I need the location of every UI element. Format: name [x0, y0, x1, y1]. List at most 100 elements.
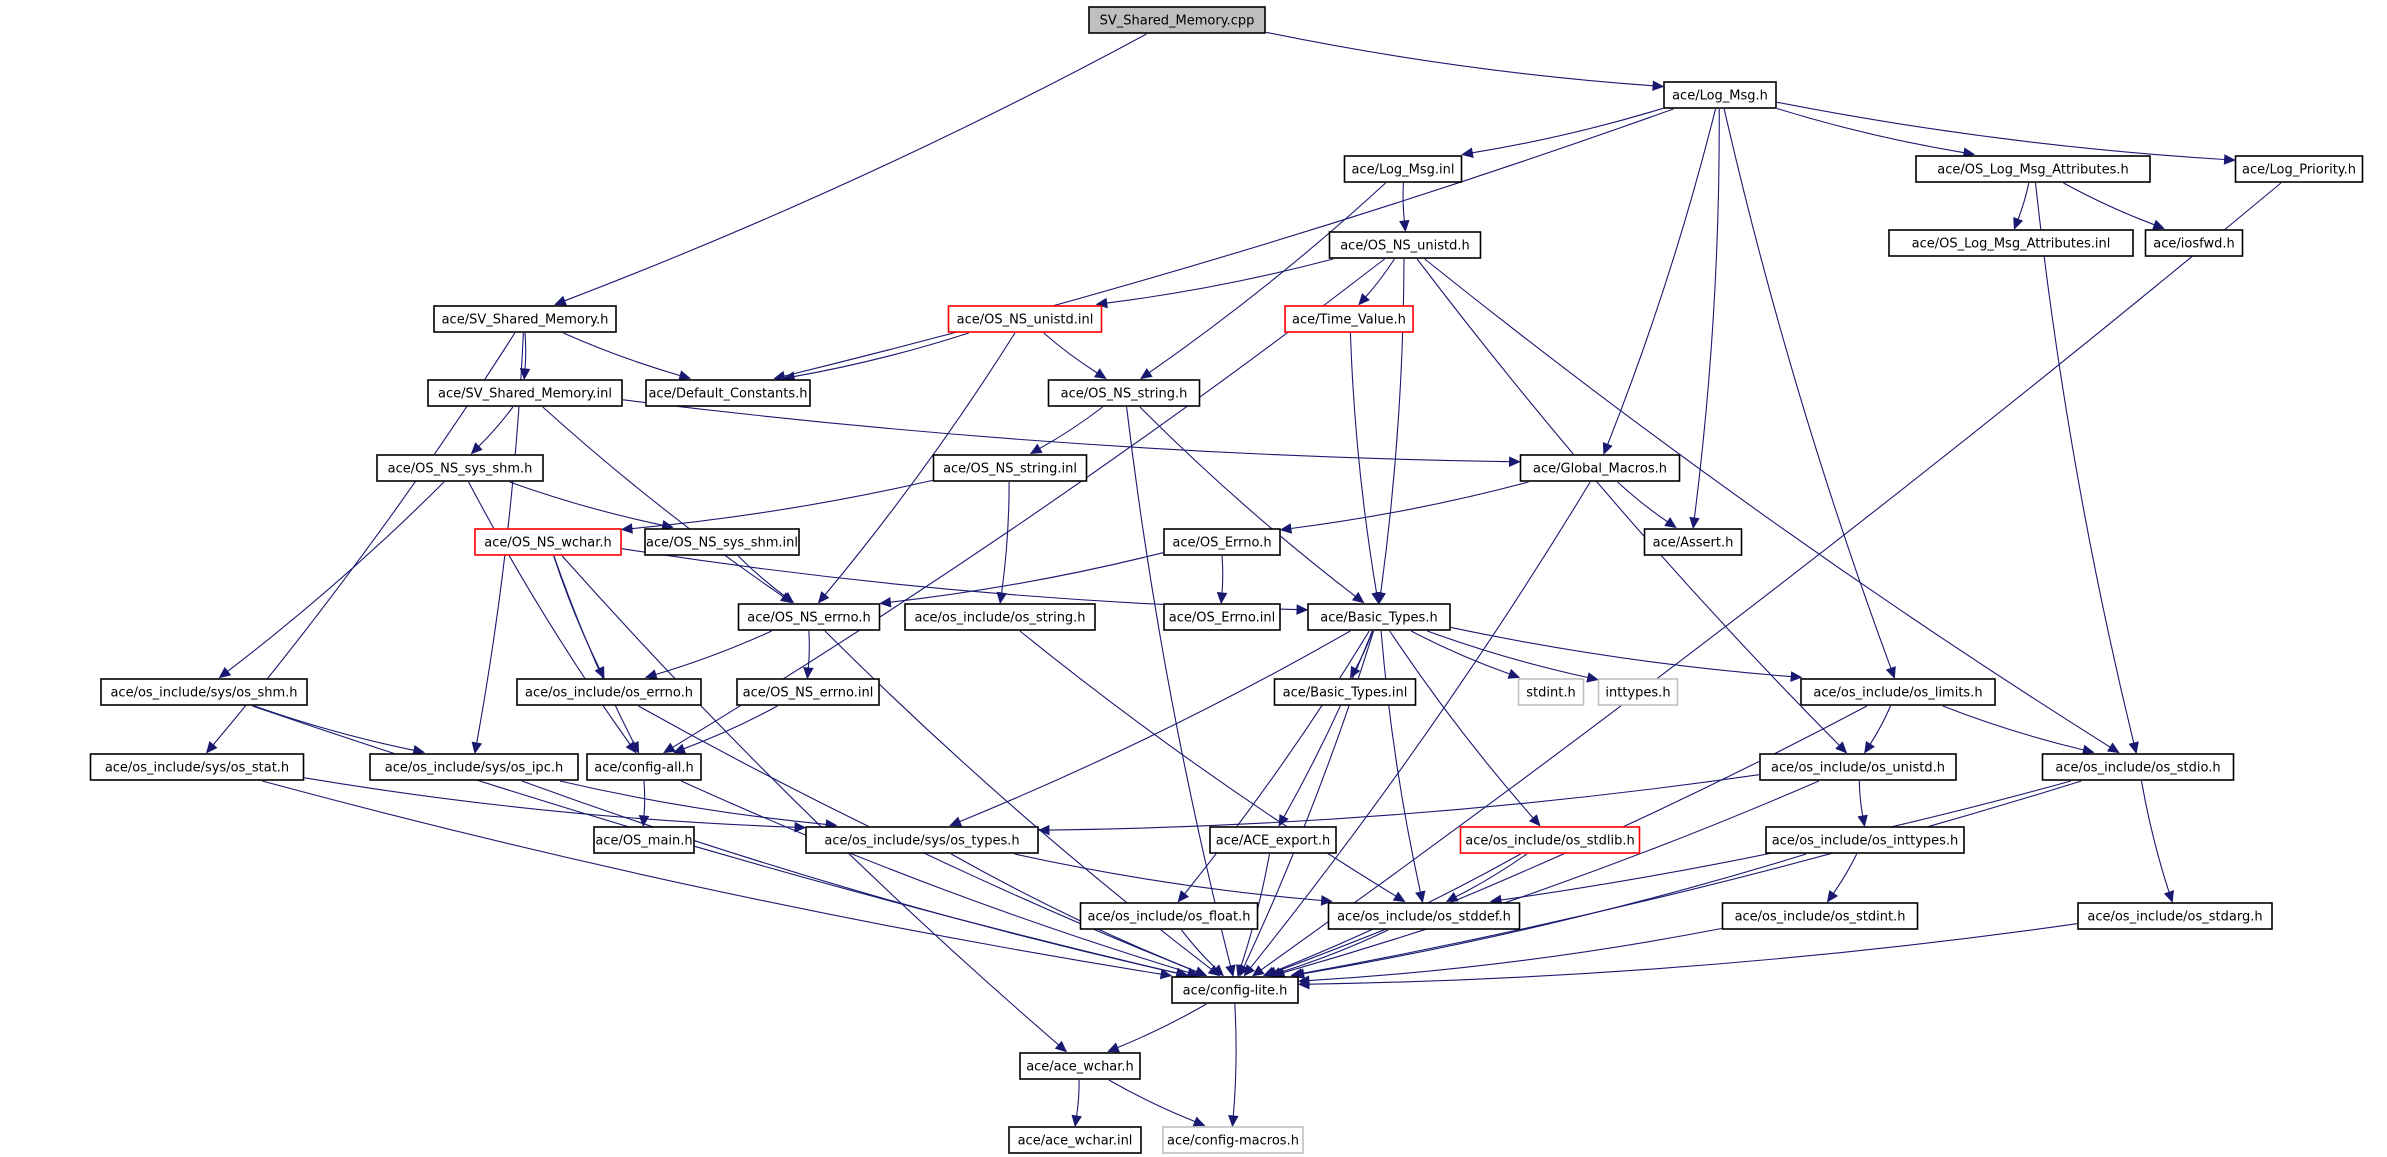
- edge-line: [737, 555, 786, 597]
- edge-n45-n46: [1297, 923, 2078, 990]
- node-ace-log-msg-inl[interactable]: ace/Log_Msg.inl: [1343, 155, 1463, 183]
- node-ace-sv-shared-memory-inl[interactable]: ace/SV_Shared_Memory.inl: [427, 379, 623, 407]
- edge-n5-n35: [1416, 258, 1848, 754]
- node-inttypes-h[interactable]: inttypes.h: [1597, 678, 1679, 706]
- edge-arrowhead: [2081, 744, 2095, 756]
- edge-line: [1250, 481, 1591, 969]
- edge-line: [563, 332, 681, 377]
- node-ace-os-ns-sys-shm-inl[interactable]: ace/OS_NS_sys_shm.inl: [644, 528, 800, 556]
- node-ace-os-ns-unistd-inl[interactable]: ace/OS_NS_unistd.inl: [947, 305, 1103, 333]
- edge-n31-n35: [1864, 705, 1892, 754]
- node-ace-os-ns-errno-h[interactable]: ace/OS_NS_errno.h: [737, 603, 881, 631]
- node-ace-os-include-sys-os-stat-h[interactable]: ace/os_include/sys/os_stat.h: [89, 753, 305, 781]
- node-ace-config-macros-h[interactable]: ace/config-macros.h: [1162, 1126, 1304, 1154]
- node-ace-sv-shared-memory-h[interactable]: ace/SV_Shared_Memory.h: [433, 305, 617, 333]
- node-label: ace/os_include/os_errno.h: [525, 686, 693, 701]
- node-ace-os-include-os-unistd-h[interactable]: ace/os_include/os_unistd.h: [1759, 753, 1957, 781]
- node-ace-log-msg-h[interactable]: ace/Log_Msg.h: [1663, 81, 1777, 109]
- node-ace-os-include-os-limits-h[interactable]: ace/os_include/os_limits.h: [1800, 678, 1996, 706]
- edge-arrowhead: [1292, 968, 1305, 979]
- node-ace-ace-export-h[interactable]: ace/ACE_export.h: [1209, 826, 1337, 854]
- edge-line: [655, 630, 772, 676]
- node-ace-os-include-os-errno-h[interactable]: ace/os_include/os_errno.h: [516, 678, 702, 706]
- edge-line: [478, 406, 514, 447]
- node-ace-ace-wchar-inl[interactable]: ace/ace_wchar.inl: [1008, 1126, 1142, 1154]
- node-ace-os-errno-h[interactable]: ace/OS_Errno.h: [1163, 528, 1281, 556]
- node-ace-os-errno-inl[interactable]: ace/OS_Errno.inl: [1163, 603, 1281, 631]
- edge-n16-n46: [1243, 481, 1591, 977]
- node-ace-os-ns-wchar-h[interactable]: ace/OS_NS_wchar.h: [474, 528, 622, 556]
- node-ace-os-log-msg-attributes-inl[interactable]: ace/OS_Log_Msg_Attributes.inl: [1888, 229, 2134, 257]
- node-ace-os-main-h[interactable]: ace/OS_main.h: [593, 826, 695, 854]
- edge-n13-n24: [1139, 406, 1365, 604]
- node-ace-os-include-sys-os-shm-h[interactable]: ace/os_include/sys/os_shm.h: [100, 678, 308, 706]
- node-ace-basic-types-h[interactable]: ace/Basic_Types.h: [1307, 603, 1451, 631]
- node-ace-os-include-sys-os-types-h[interactable]: ace/os_include/sys/os_types.h: [805, 826, 1039, 854]
- edge-line: [784, 108, 1674, 377]
- node-ace-default-constants-h[interactable]: ace/Default_Constants.h: [645, 379, 811, 407]
- edge-n35-n46: [1272, 780, 1820, 978]
- edge-arrowhead: [470, 442, 483, 455]
- edge-arrowhead: [1029, 443, 1043, 454]
- node-ace-os-include-os-stdint-h[interactable]: ace/os_include/os_stdint.h: [1721, 902, 1919, 930]
- node-ace-os-log-msg-attributes-h[interactable]: ace/OS_Log_Msg_Attributes.h: [1915, 155, 2151, 183]
- node-box: [1800, 678, 1996, 706]
- node-label: ace/OS_NS_errno.h: [747, 611, 871, 626]
- node-ace-assert-h[interactable]: ace/Assert.h: [1643, 528, 1743, 556]
- node-ace-basic-types-inl[interactable]: ace/Basic_Types.inl: [1273, 678, 1417, 706]
- node-label: ace/Default_Constants.h: [648, 387, 807, 402]
- edge-line: [1048, 774, 1760, 831]
- edge-line: [521, 780, 1178, 974]
- edge-arrowhead: [519, 368, 531, 381]
- edge-line: [542, 406, 784, 598]
- node-ace-os-ns-errno-inl[interactable]: ace/OS_NS_errno.inl: [736, 678, 880, 706]
- edge-line: [2017, 182, 2030, 220]
- node-ace-config-all-h[interactable]: ace/config-all.h: [586, 753, 702, 781]
- node-ace-os-include-os-string-h[interactable]: ace/os_include/os_string.h: [904, 603, 1096, 631]
- edge-n1-n16: [1602, 108, 1717, 455]
- edge-arrowhead: [1296, 604, 1309, 615]
- edge-n47-n48: [1071, 1079, 1082, 1128]
- node-label: ace/Basic_Types.inl: [1283, 686, 1408, 701]
- node-ace-iosfwd-h[interactable]: ace/iosfwd.h: [2144, 229, 2244, 257]
- node-ace-log-priority-h[interactable]: ace/Log_Priority.h: [2234, 155, 2364, 183]
- node-ace-os-include-sys-os-ipc-h[interactable]: ace/os_include/sys/os_ipc.h: [369, 753, 579, 781]
- node-stdint-h[interactable]: stdint.h: [1517, 678, 1585, 706]
- edge-n46-n49: [1228, 1003, 1239, 1128]
- edge-line: [252, 705, 1178, 974]
- edge-line: [1279, 929, 1389, 973]
- node-ace-os-ns-string-inl[interactable]: ace/OS_NS_string.inl: [932, 454, 1088, 482]
- edge-arrowhead: [1835, 741, 1848, 754]
- edge-arrowhead: [2163, 890, 2174, 903]
- node-ace-os-ns-string-h[interactable]: ace/OS_NS_string.h: [1047, 379, 1201, 407]
- node-box: [1307, 603, 1451, 631]
- node-ace-config-lite-h[interactable]: ace/config-lite.h: [1171, 976, 1299, 1004]
- node-ace-global-macros-h[interactable]: ace/Global_Macros.h: [1519, 454, 1681, 482]
- node-ace-time-value-h[interactable]: ace/Time_Value.h: [1284, 305, 1414, 333]
- edge-n27-n34: [673, 705, 778, 754]
- node-ace-os-include-os-stdio-h[interactable]: ace/os_include/os_stdio.h: [2041, 753, 2235, 781]
- node-sv-shared-memory-cpp[interactable]: SV_Shared_Memory.cpp: [1088, 6, 1266, 34]
- node-ace-os-include-os-stdarg-h[interactable]: ace/os_include/os_stdarg.h: [2077, 902, 2273, 930]
- edge-n8-n11: [519, 332, 531, 381]
- node-box: [1328, 231, 1482, 259]
- edge-line: [262, 780, 1162, 975]
- node-box: [1019, 1052, 1141, 1080]
- node-ace-os-ns-unistd-h[interactable]: ace/OS_NS_unistd.h: [1328, 231, 1482, 259]
- node-label: ace/iosfwd.h: [2153, 237, 2234, 252]
- edge-line: [680, 780, 1189, 974]
- edge-n16-n20: [1617, 481, 1677, 529]
- node-label: ace/OS_NS_sys_shm.h: [388, 462, 533, 477]
- node-box: [586, 753, 702, 781]
- node-box: [474, 528, 622, 556]
- node-ace-os-include-os-inttypes-h[interactable]: ace/os_include/os_inttypes.h: [1765, 826, 1965, 854]
- node-ace-ace-wchar-h[interactable]: ace/ace_wchar.h: [1019, 1052, 1141, 1080]
- node-box: [516, 678, 702, 706]
- edge-line: [1148, 182, 1386, 374]
- node-ace-os-include-os-stddef-h[interactable]: ace/os_include/os_stddef.h: [1327, 902, 1521, 930]
- node-ace-os-ns-sys-shm-h[interactable]: ace/OS_NS_sys_shm.h: [376, 454, 544, 482]
- edge-line: [1365, 258, 1395, 298]
- node-ace-os-include-os-float-h[interactable]: ace/os_include/os_float.h: [1079, 902, 1259, 930]
- edge-arrowhead: [673, 743, 687, 754]
- node-ace-os-include-os-stdlib-h[interactable]: ace/os_include/os_stdlib.h: [1459, 826, 1641, 854]
